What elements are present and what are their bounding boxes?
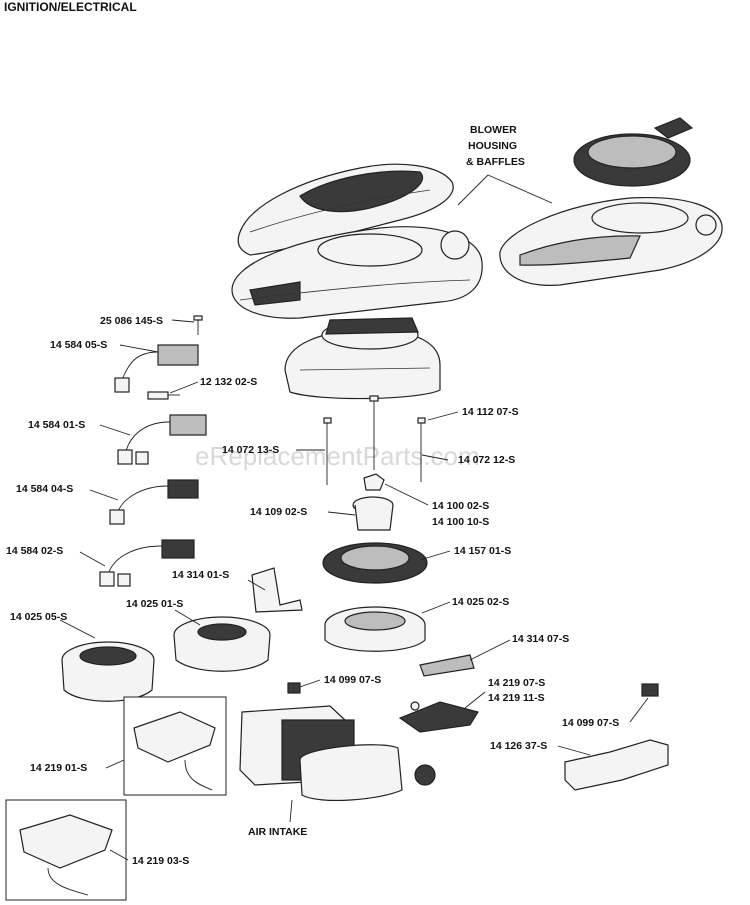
label-1421907s: 14 219 07-S bbox=[488, 677, 545, 689]
flywheel-14025-02 bbox=[324, 606, 426, 652]
label-1407212s: 14 072 12-S bbox=[458, 454, 515, 466]
label-1402501s: 14 025 01-S bbox=[126, 598, 183, 610]
label-blower-housing-1: BLOWER bbox=[470, 124, 517, 136]
label-1402505s: 14 025 05-S bbox=[10, 611, 67, 623]
diagram-title: IGNITION/ELECTRICAL bbox=[4, 0, 137, 14]
ignition-module-14584-01 bbox=[117, 414, 207, 465]
label-1431407s: 14 314 07-S bbox=[512, 633, 569, 645]
screw-25086145 bbox=[193, 315, 203, 335]
label-1458401s: 14 584 01-S bbox=[28, 419, 85, 431]
box-14219-01 bbox=[123, 696, 227, 796]
ignition-module-14584-05 bbox=[114, 344, 199, 393]
label-1410902s: 14 109 02-S bbox=[250, 506, 307, 518]
label-1410002s: 14 100 02-S bbox=[432, 500, 489, 512]
stud-right bbox=[417, 417, 426, 482]
label-1421901s: 14 219 01-S bbox=[30, 762, 87, 774]
label-blower-housing-3: & BAFFLES bbox=[466, 156, 525, 168]
label-1410010s: 14 100 10-S bbox=[432, 516, 489, 528]
label-1458402s: 14 584 02-S bbox=[6, 545, 63, 557]
label-1421903s: 14 219 03-S bbox=[132, 855, 189, 867]
label-1213202s: 12 132 02-S bbox=[200, 376, 257, 388]
switch-14099-b bbox=[641, 683, 659, 697]
label-1431401s: 14 314 01-S bbox=[172, 569, 229, 581]
label-1421911s: 14 219 11-S bbox=[488, 692, 545, 704]
flywheel bbox=[322, 542, 428, 584]
blower-housing-base bbox=[231, 226, 483, 319]
label-air-intake: AIR INTAKE bbox=[248, 826, 307, 838]
watermark: eReplacementParts.com bbox=[195, 441, 480, 471]
starter-cup bbox=[352, 496, 394, 531]
spark-plug bbox=[147, 391, 180, 400]
blower-housing-cover bbox=[237, 163, 454, 256]
label-1458405s: 14 584 05-S bbox=[50, 339, 107, 351]
ignition-module-14584-02 bbox=[99, 539, 195, 587]
label-1412637s: 14 126 37-S bbox=[490, 740, 547, 752]
air-intake-housing bbox=[239, 705, 436, 802]
label-1409907s-a: 14 099 07-S bbox=[324, 674, 381, 686]
label-1415701s: 14 157 01-S bbox=[454, 545, 511, 557]
leader-lines bbox=[59, 174, 649, 861]
box-14219-03 bbox=[5, 799, 127, 901]
label-1402502s: 14 025 02-S bbox=[452, 596, 509, 608]
label-1411207s: 14 112 07-S bbox=[462, 406, 519, 418]
label-1458404s: 14 584 04-S bbox=[16, 483, 73, 495]
recoil-starter bbox=[573, 117, 694, 187]
flywheel-14025-05 bbox=[61, 641, 155, 702]
flywheel-14025-01 bbox=[173, 616, 271, 672]
shield-14314-07 bbox=[419, 654, 475, 677]
bracket-14314 bbox=[251, 567, 303, 613]
baffle-shroud bbox=[284, 317, 441, 400]
label-1409907s-b: 14 099 07-S bbox=[562, 717, 619, 729]
flywheel-nut bbox=[363, 473, 385, 491]
stud-left bbox=[323, 417, 332, 485]
switch-bracket-14219 bbox=[398, 701, 479, 733]
label-1407213s: 14 072 13-S bbox=[222, 444, 279, 456]
label-blower-housing-2: HOUSING bbox=[468, 140, 517, 152]
bracket-14126 bbox=[564, 739, 669, 791]
switch-14099-a bbox=[287, 682, 301, 694]
label-25086145s: 25 086 145-S bbox=[100, 315, 163, 327]
ignition-module-14584-04 bbox=[109, 479, 199, 525]
stud-center bbox=[369, 395, 379, 470]
blower-housing-assembled bbox=[499, 196, 723, 286]
